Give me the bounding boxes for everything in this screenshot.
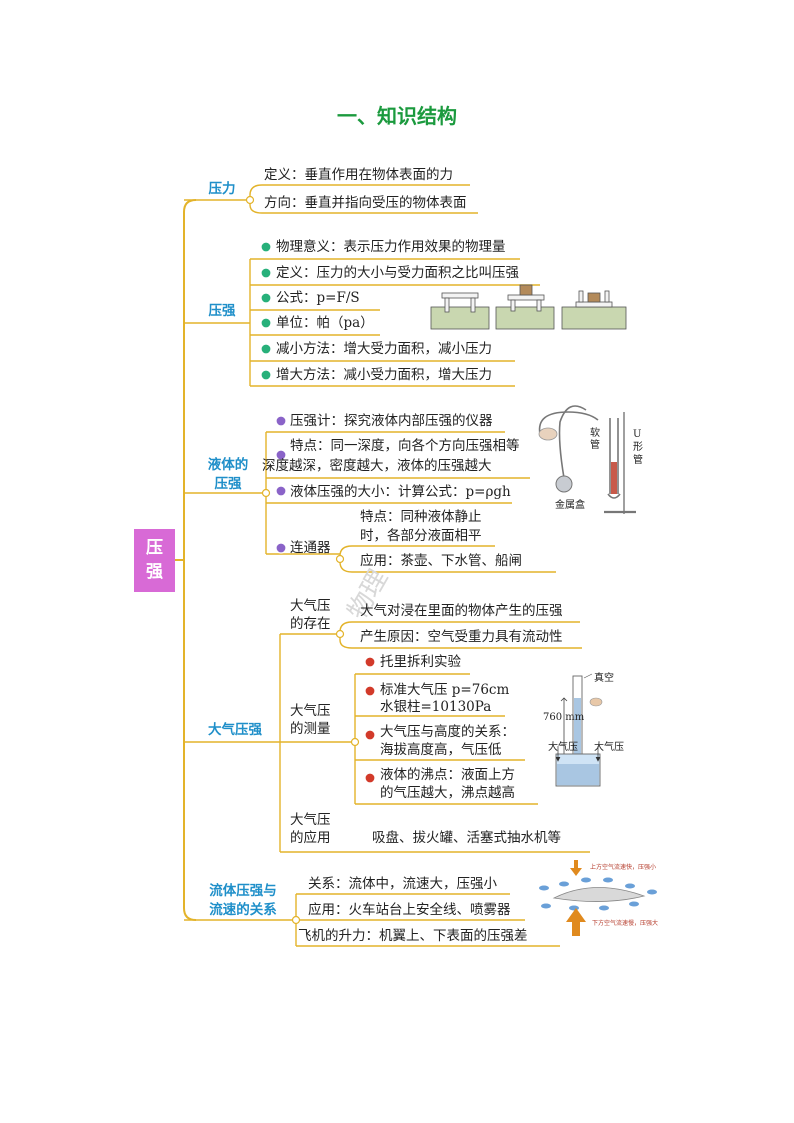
atm-existence-item: 大气对浸在里面的物体产生的压强 [360,603,563,619]
branch-label-liquid: 液体的 压强 [198,456,258,494]
branch-label-atmosphere: 大气压强 [208,722,262,738]
root-label: 压强 [146,538,163,582]
pressure-item: 物理意义：表示压力作用效果的物理量 [276,239,506,255]
fig-top-caption: 上方空气流速快，压强小 [590,864,657,871]
pressure-item: 定义：压力的大小与受力面积之比叫压强 [276,265,519,281]
liquid-feature-line: 特点：同一深度，向各个方向压强相等 [290,438,520,454]
atm-application-line: 大气压 [290,812,331,828]
u-tube-figure [538,405,636,514]
fluid-item: 应用：火车站台上安全线、喷雾器 [308,902,511,918]
atm-boiling-line: 的气压越大，沸点越高 [380,785,515,801]
fig-760-label: 760 mm [543,712,585,723]
branch-label-line: 流体压强与 [209,883,277,899]
atm-application-text: 吸盘、拔火罐、活塞式抽水机等 [372,830,561,846]
pressure-item: 增大方法：减小受力面积，增大压力 [276,367,492,383]
root-node: 压强 [134,529,175,592]
atm-measure-line: 的测量 [290,721,331,737]
atm-measure-line: 大气压 [290,703,331,719]
pressure-item: 减小方法：增大受力面积，减小压力 [276,341,492,357]
atm-height-line: 大气压与高度的关系： [380,724,515,740]
atm-existence-line: 的存在 [290,616,331,632]
connector-feature-line: 特点：同种液体静止 [360,509,482,525]
atm-application-line: 的应用 [290,830,331,846]
branch-label-line: 液体的 [207,457,249,473]
pressure-force-item: 定义：垂直作用在物体表面的力 [264,167,453,183]
page-title: 一、知识结构 [337,104,457,128]
branch-label-line: 流速的关系 [209,901,277,918]
liquid-feature-line: 深度越深，密度越大，液体的压强越大 [262,458,492,474]
fig-vacuum-label: 真空 [594,673,614,684]
fluid-item: 飞机的升力：机翼上、下表面的压强差 [298,928,528,944]
torricelli-figure [555,673,603,787]
atm-standard-line: 标准大气压 p=76cm [380,682,510,698]
atm-standard-line: 水银柱=10130Pa [380,699,492,715]
atm-existence-line: 大气压 [290,598,331,614]
connector-application: 应用：茶壶、下水管、船闸 [360,553,522,569]
atm-height-line: 海拔高度高，气压低 [380,742,502,758]
fig-atm-left-label: 大气压 [548,742,578,753]
connector-feature-line: 时，各部分液面相平 [360,528,482,544]
branch-label-line: 压强 [214,475,242,492]
branch-label-pressure: 压强 [208,303,236,319]
fig-bottom-caption: 下方空气流速慢，压强大 [592,920,659,927]
atm-existence-item: 产生原因：空气受重力具有流动性 [360,629,563,645]
liquid-size: 液体压强的大小：计算公式：p=ρgh [290,484,511,500]
branch-label-pressure-force: 压力 [208,181,236,197]
connector-label: 连通器 [290,540,331,556]
airfoil-figure [539,860,657,936]
fig-metal-box-label: 金属盒 [555,500,585,511]
fig-soft-tube-label: 软管 [590,428,600,451]
liquid-gauge: 压强计：探究液体内部压强的仪器 [290,413,493,429]
beaker-figure [430,284,627,330]
fig-u-tube-label: U形管 [633,429,643,466]
atm-boiling-line: 液体的沸点：液面上方 [380,767,515,783]
fig-atm-right-label: 大气压 [594,742,624,753]
pressure-item: 公式：p=F/S [276,290,360,306]
atm-torricelli: 托里拆利实验 [380,654,461,670]
branch-label-fluid: 流体压强与 流速的关系 [196,882,290,920]
bullet-dot-icon [260,241,376,784]
pressure-force-item: 方向：垂直并指向受压的物体表面 [264,195,467,211]
pressure-item: 单位：帕（pa） [276,315,374,331]
fluid-item: 关系：流体中，流速大，压强小 [308,876,497,892]
